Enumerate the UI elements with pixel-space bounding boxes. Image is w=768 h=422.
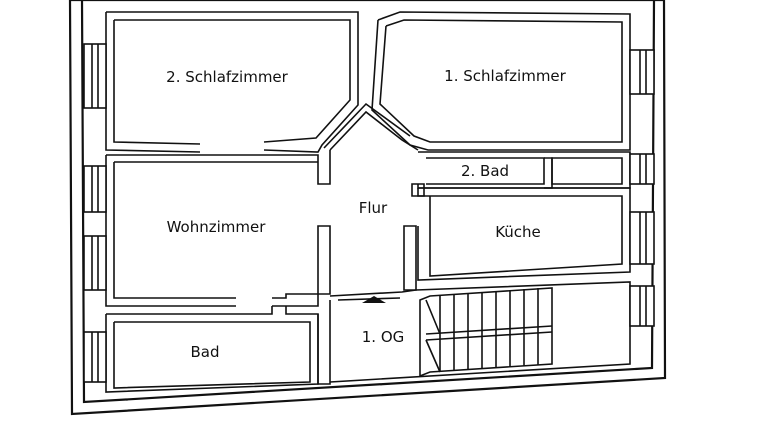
windows-right (629, 49, 655, 327)
room-label-schlafzimmer-2: 2. Schlafzimmer (166, 68, 288, 86)
stair-direction-arrow (362, 296, 386, 303)
staircase (419, 287, 553, 378)
room-label-bad-2: 2. Bad (461, 162, 509, 180)
room-label-wohnzimmer: Wohnzimmer (167, 218, 267, 236)
room-label-bad: Bad (190, 343, 219, 361)
floor-label-og: 1. OG (362, 328, 405, 346)
room-label-kueche: Küche (495, 223, 541, 241)
room-label-flur: Flur (359, 199, 388, 217)
room-label-schlafzimmer-1: 1. Schlafzimmer (444, 67, 566, 85)
windows-left (83, 43, 107, 383)
